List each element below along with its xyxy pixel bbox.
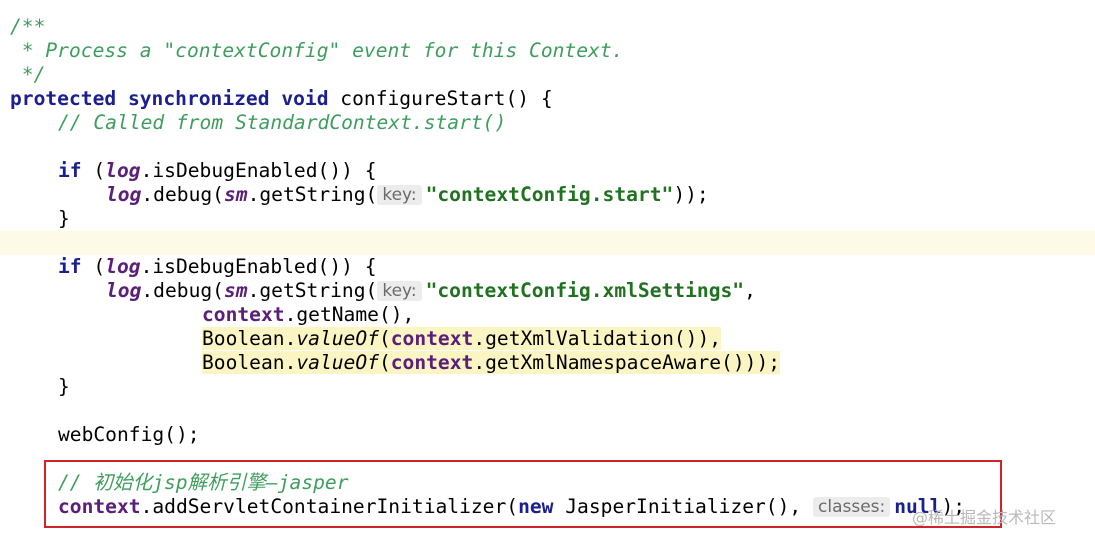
parameter-hint-key: key: [377,185,422,205]
call-getString: .getString( [247,183,378,206]
keyword-protected: protected [10,87,117,110]
brace-close: } [58,207,70,230]
keyword-if: if [58,159,82,182]
call-end: ); [941,495,966,518]
field-context: context [202,303,285,326]
string-literal: "contextConfig.start" [425,183,674,206]
class-boolean: Boolean. [202,351,297,374]
javadoc-close: */ [10,63,46,86]
class-boolean: Boolean. [202,327,297,350]
field-sm: sm [223,279,248,302]
paren: ( [81,255,106,278]
code-line-3: */ [10,63,46,87]
code-line-8: log.debug(sm.getString(key:"contextConfi… [106,183,709,207]
call-getXmlNamespaceAware: .getXmlNamespaceAware())); [473,351,781,374]
keyword-null: null [894,495,942,518]
constructor-JasperInitializer: JasperInitializer(), [553,495,813,518]
highlighted-expression: Boolean.valueOf(context.getXmlNamespaceA… [202,351,781,374]
code-line-5: // Called from StandardContext.start() [58,111,506,135]
call-debug: .debug( [141,279,224,302]
parameter-hint-key: key: [377,281,422,301]
parameter-hint-classes: classes: [813,497,891,517]
keyword-void: void [281,87,329,110]
field-log: log [105,159,141,182]
field-log: log [106,279,142,302]
code-line-2: * Process a "contextConfig" event for th… [10,39,624,63]
call-getString: .getString( [247,279,378,302]
comment-jasper-init: // 初始化jsp解析引擎—jasper [58,471,349,494]
method-valueOf: valueOf [296,351,379,374]
code-line-9: } [58,207,70,231]
watermark: @稀土掘金技术社区 [912,508,1057,527]
comma: , [744,279,756,302]
paren: ( [81,159,106,182]
highlighted-expression: Boolean.valueOf(context.getXmlValidation… [202,327,722,350]
call-addServletContainerInitializer: .addServletContainerInitializer( [140,495,519,518]
current-line-highlight [0,231,1095,255]
call-end: )); [673,183,709,206]
javadoc-text: * Process a "contextConfig" event for th… [10,39,624,62]
field-context: context [58,495,141,518]
code-line-20: // 初始化jsp解析引擎—jasper [58,471,349,495]
call-getXmlValidation: .getXmlValidation()), [473,327,722,350]
javadoc-open: /** [10,15,46,38]
field-context: context [390,327,474,350]
keyword-new: new [518,495,554,518]
paren: ( [378,351,391,374]
code-line-16: } [58,375,70,399]
code-line-21: context.addServletContainerInitializer(n… [58,495,965,519]
field-log: log [106,183,142,206]
code-line-14: Boolean.valueOf(context.getXmlValidation… [202,327,722,351]
field-log: log [105,255,141,278]
code-line-4: protected synchronized void configureSta… [10,87,553,111]
code-line-13: context.getName(), [202,303,414,327]
code-line-7: if (log.isDebugEnabled()) { [58,159,377,183]
comment-called-from: // Called from StandardContext.start() [58,111,507,134]
call-isDebugEnabled: .isDebugEnabled()) { [140,255,377,278]
red-highlight-box [44,460,1002,528]
call-webConfig: webConfig(); [58,423,200,446]
code-line-12: log.debug(sm.getString(key:"contextConfi… [106,279,756,303]
field-context: context [390,351,474,374]
code-line-15: Boolean.valueOf(context.getXmlNamespaceA… [202,351,781,375]
method-valueOf: valueOf [296,327,379,350]
code-line-11: if (log.isDebugEnabled()) { [58,255,377,279]
paren: ( [378,327,391,350]
code-line-1: /** [10,15,45,39]
call-isDebugEnabled: .isDebugEnabled()) { [140,159,377,182]
call-getName: .getName(), [284,303,415,326]
brace-close: } [58,375,70,398]
field-sm: sm [223,183,248,206]
keyword-synchronized: synchronized [127,87,270,110]
call-debug: .debug( [141,183,224,206]
keyword-if: if [58,255,82,278]
code-line-18: webConfig(); [58,423,200,447]
method-signature: configureStart() { [328,87,553,110]
string-literal: "contextConfig.xmlSettings" [425,279,745,302]
